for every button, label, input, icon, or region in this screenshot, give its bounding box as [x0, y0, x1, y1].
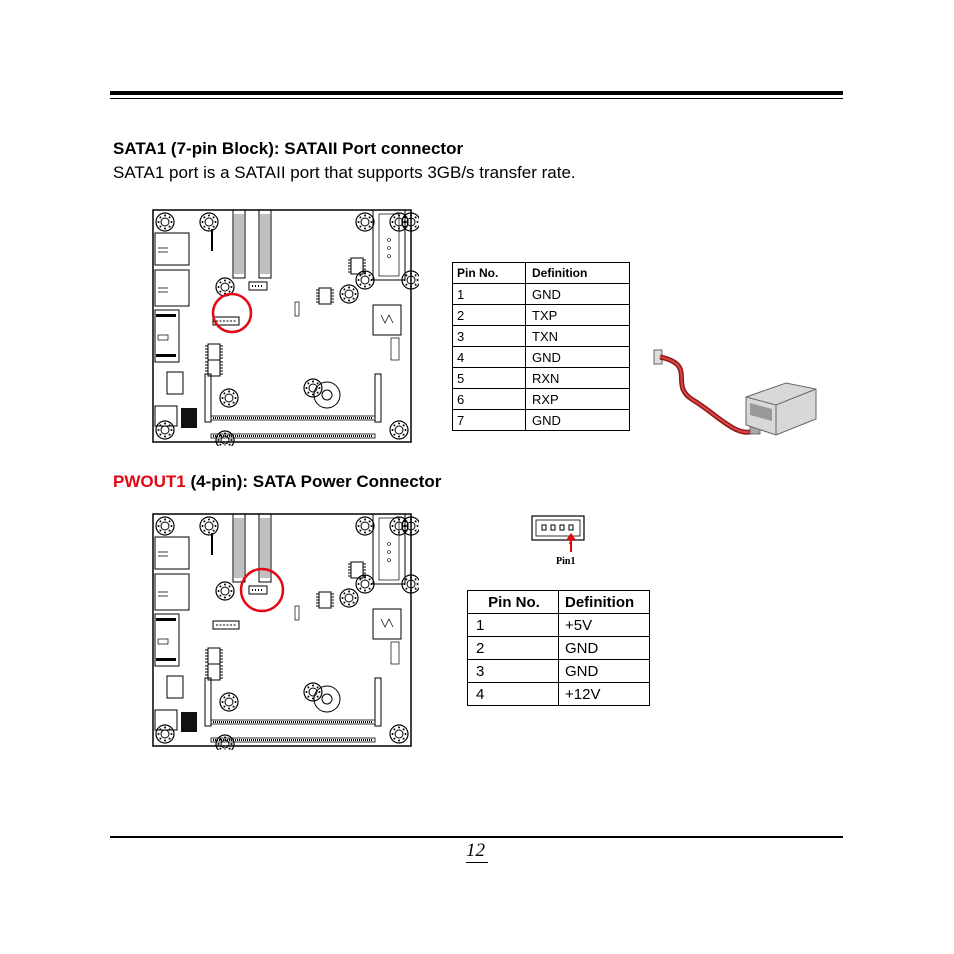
sata1-highlight-circle — [211, 292, 253, 334]
column-header: Pin No. — [467, 590, 559, 614]
pin-number-cell: 1 — [452, 283, 526, 305]
pin-number-cell: 7 — [452, 409, 526, 431]
column-header: Pin No. — [452, 262, 526, 284]
pin-number-cell: 2 — [467, 636, 559, 660]
pwout1-heading-text: (4-pin): SATA Power Connector — [185, 472, 442, 491]
sata-cable-photo — [653, 349, 817, 436]
pin-number-cell: 2 — [452, 304, 526, 326]
page-number: 12 — [466, 840, 485, 861]
page-number-underline — [466, 862, 488, 863]
pwout1-heading: PWOUT1 (4-pin): SATA Power Connector — [113, 472, 441, 492]
sata1-board-diagram — [149, 206, 419, 446]
pin-definition-cell: RXP — [525, 388, 630, 410]
table-row: 4+12V — [467, 682, 650, 706]
pin-number-cell: 3 — [452, 325, 526, 347]
pin-definition-cell: GND — [525, 346, 630, 368]
table-row: 1+5V — [467, 613, 650, 637]
pin-definition-cell: +12V — [558, 682, 650, 706]
pin-definition-cell: +5V — [558, 613, 650, 637]
sata1-heading: SATA1 (7-pin Block): SATAII Port connect… — [113, 139, 464, 158]
table-header-row: Pin No. Definition — [452, 262, 630, 284]
pin-definition-cell: GND — [525, 283, 630, 305]
pin-definition-cell: TXP — [525, 304, 630, 326]
pwout1-highlight-circle — [239, 567, 285, 613]
pin-number-cell: 4 — [467, 682, 559, 706]
pin-number-cell: 4 — [452, 346, 526, 368]
sata1-description: SATA1 port is a SATAII port that support… — [113, 163, 576, 182]
table-header-row: Pin No. Definition — [467, 590, 650, 614]
pin-definition-cell: GND — [558, 659, 650, 683]
pin1-arrow — [566, 533, 576, 552]
pin-definition-cell: GND — [558, 636, 650, 660]
pin-number-cell: 1 — [467, 613, 559, 637]
footer-rule — [110, 836, 843, 838]
pin-definition-cell: TXN — [525, 325, 630, 347]
pin-number-cell: 6 — [452, 388, 526, 410]
column-header: Definition — [525, 262, 630, 284]
pin-number-cell: 5 — [452, 367, 526, 389]
pin-number-cell: 3 — [467, 659, 559, 683]
header-rule — [110, 91, 843, 95]
pin-definition-cell: GND — [525, 409, 630, 431]
header-rule-thin — [110, 98, 843, 99]
pwout1-heading-label: PWOUT1 — [113, 472, 186, 491]
pwout1-board-diagram — [149, 510, 419, 750]
pwout1-connector-diagram — [531, 515, 585, 544]
pin1-label: Pin1 — [556, 556, 576, 567]
pin-definition-cell: RXN — [525, 367, 630, 389]
column-header: Definition — [558, 590, 650, 614]
